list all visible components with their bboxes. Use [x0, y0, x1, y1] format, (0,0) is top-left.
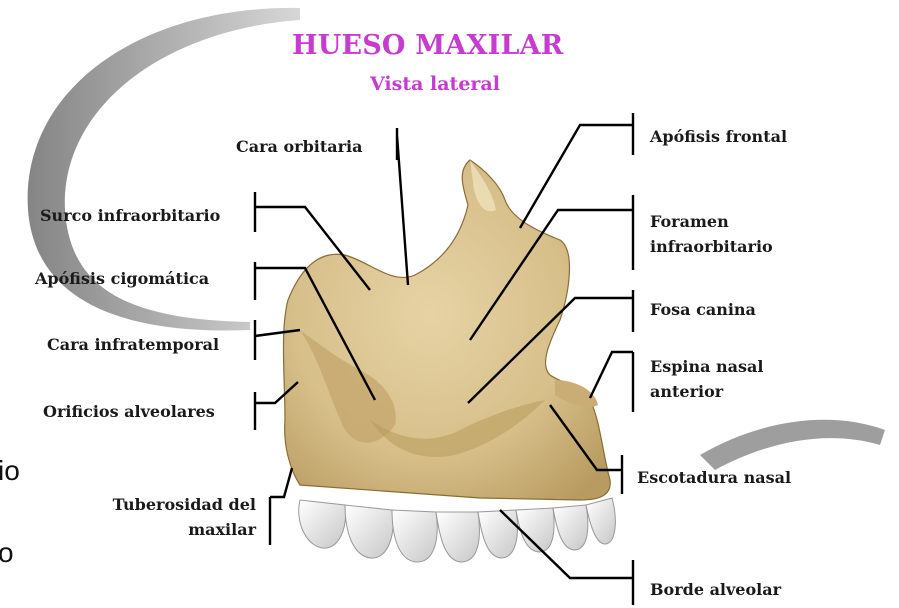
label-foramen-line1: Foramen: [650, 209, 773, 234]
label-foramen-infraorbitario: Foramen infraorbitario: [650, 209, 773, 259]
background-text-fragment: io: [0, 455, 20, 487]
label-cara-orbitaria: Cara orbitaria: [236, 134, 362, 159]
label-espina-nasal-anterior: Espina nasal anterior: [650, 354, 764, 404]
label-surco-infraorbitario: Surco infraorbitario: [40, 203, 220, 228]
leader-tuberosidad: [270, 468, 292, 545]
background-swoosh-right: [700, 420, 885, 470]
label-tuberosidad-maxilar: Tuberosidad del maxilar: [90, 492, 256, 542]
label-espina-line1: Espina nasal: [650, 354, 764, 379]
diagram-title: HUESO MAXILAR: [292, 30, 563, 61]
label-apofisis-frontal: Apófisis frontal: [650, 124, 787, 149]
label-borde-alveolar: Borde alveolar: [650, 577, 781, 602]
leader-cara-orbitaria: [397, 128, 408, 285]
label-cara-infratemporal: Cara infratemporal: [47, 332, 219, 357]
label-escotadura-nasal: Escotadura nasal: [637, 465, 791, 490]
diagram-subtitle: Vista lateral: [370, 73, 500, 95]
label-apofisis-cigomatica: Apófisis cigomática: [35, 266, 209, 291]
label-tuberosidad-line2: maxilar: [90, 517, 256, 542]
label-foramen-line2: infraorbitario: [650, 234, 773, 259]
label-tuberosidad-line1: Tuberosidad del: [90, 492, 256, 517]
background-text-fragment: o: [0, 537, 14, 569]
label-fosa-canina: Fosa canina: [650, 297, 756, 322]
teeth-row: [299, 498, 616, 562]
label-orificios-alveolares: Orificios alveolares: [43, 399, 215, 424]
label-espina-line2: anterior: [650, 379, 764, 404]
